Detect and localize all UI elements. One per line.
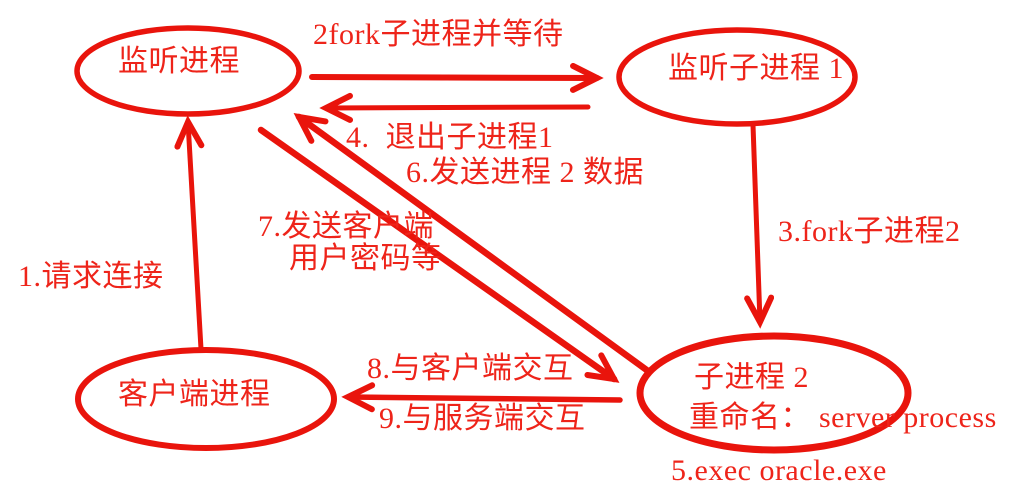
- arrow-child1-to-listener-exit: [319, 92, 591, 123]
- node-listener-label: 监听进程: [118, 45, 240, 78]
- node-child-2-label: 子进程 2 重命名： server process: [689, 361, 997, 434]
- node-listener-child-1-ellipse: [616, 27, 858, 127]
- edge-label-send-client-credentials-line1: 7.发送客户端: [258, 210, 434, 243]
- edge-label-fork-and-wait: 2fork子进程并等待: [313, 18, 564, 51]
- node-listener-ellipse: [74, 25, 302, 117]
- edge-label-exec-oracle: 5.exec oracle.exe: [671, 454, 887, 487]
- arrow-child1-to-child2-fork: [744, 122, 775, 329]
- arrow-client-to-listener-request: [174, 115, 205, 352]
- node-child-2-label-line1: 子进程 2: [694, 361, 809, 394]
- edge-label-send-client-credentials-line2: 用户密码等: [289, 242, 442, 275]
- arrow-child2-to-client-interact: [341, 382, 623, 413]
- edge-label-request-connect: 1.请求连接: [18, 260, 164, 293]
- node-client-label: 客户端进程: [118, 378, 271, 411]
- arrow-listener-to-child1-fork-wait: [309, 62, 604, 93]
- edge-label-send-process-2-data: 6.发送进程 2 数据: [406, 156, 644, 189]
- arrow-listener-to-child2-diagonal: [257, 126, 620, 383]
- edge-label-interact-with-server: 9.与服务端交互: [379, 402, 586, 435]
- node-client-ellipse: [75, 347, 337, 451]
- edge-label-interact-with-client: 8.与客户端交互: [367, 352, 574, 385]
- node-child-2-label-line2: 重命名： server process: [689, 401, 997, 434]
- node-child-2-ellipse: [636, 332, 912, 454]
- edge-label-send-client-credentials: 7.发送客户端用户密码等: [258, 211, 442, 275]
- edge-label-exit-child-1: 4. 退出子进程1: [346, 121, 554, 154]
- arrow-child2-to-listener-diagonal: [293, 113, 652, 375]
- edge-label-fork-child-2: 3.fork子进程2: [778, 215, 961, 248]
- node-listener-child-1-label: 监听子进程 1: [668, 52, 844, 85]
